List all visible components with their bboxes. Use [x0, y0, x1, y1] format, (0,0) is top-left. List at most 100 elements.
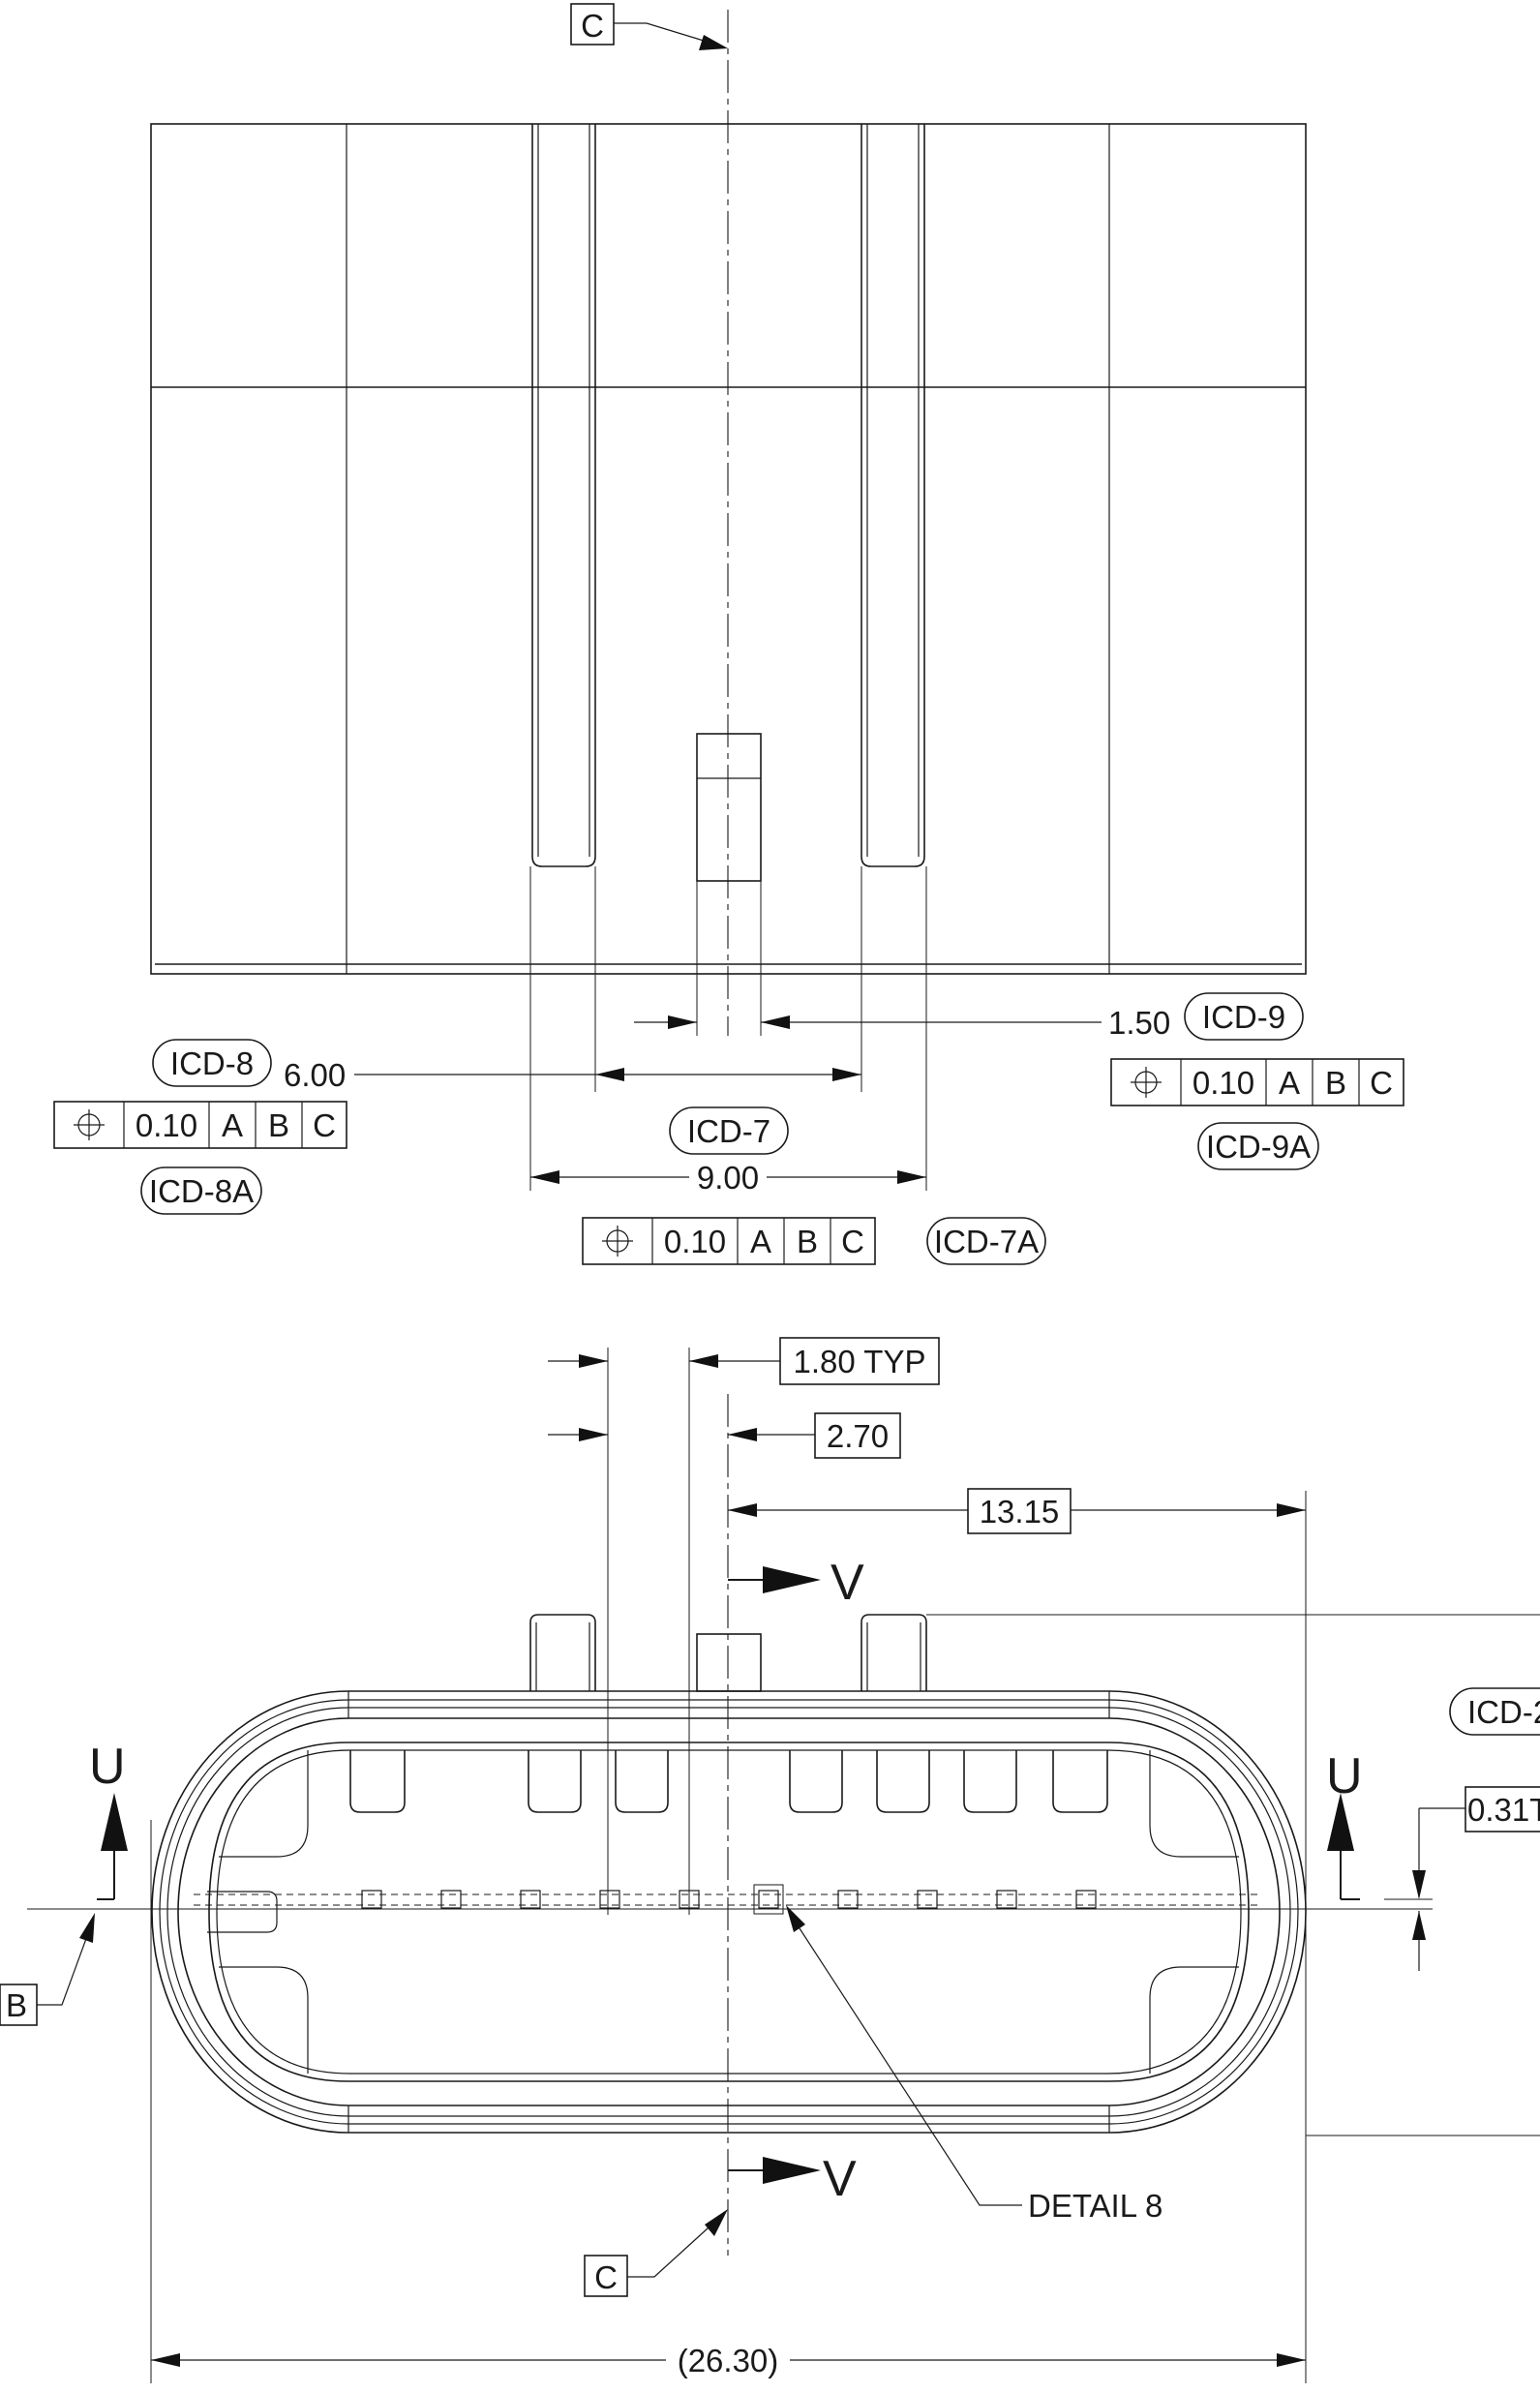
- dim-600-arrow-left: [595, 1068, 624, 1081]
- latch-bottom-right: [1149, 1966, 1239, 2074]
- fcf-icd-7-tol: 0.10: [664, 1224, 726, 1259]
- dim-2630-arrow-right: [1277, 2353, 1306, 2367]
- datum-c-bottom-box: [584, 2255, 628, 2297]
- balloon-icd-8a: [140, 1166, 262, 1215]
- dim-900-text: 9.00: [697, 1160, 759, 1196]
- pin-1: [361, 1890, 382, 1909]
- detail-8-leader: [799, 1927, 1022, 2206]
- fcf-icd-8: 0.10 A B C: [53, 1101, 347, 1149]
- pin-3: [520, 1890, 541, 1909]
- datum-b-arrow: [79, 1913, 95, 1943]
- dim-2630-arrow-left: [151, 2353, 180, 2367]
- pin-row: [361, 1884, 1097, 1915]
- fcf-icd-8-d3: C: [313, 1107, 336, 1143]
- balloon-icd-9-text: ICD-9: [1202, 999, 1285, 1035]
- pin-2: [440, 1890, 462, 1909]
- section-u-right-label: U: [1326, 1748, 1363, 1804]
- datum-c-bottom-label: C: [594, 2259, 618, 2295]
- fcf-icd-8-d2: B: [268, 1107, 289, 1143]
- dim-180-arrow-left: [579, 1354, 608, 1368]
- left-rib-end: [531, 856, 596, 867]
- datum-c-top-leader: [614, 22, 717, 45]
- cavity-tab-6: [963, 1750, 1017, 1813]
- fcf-icd-9-d1: A: [1279, 1065, 1300, 1101]
- dim-180-text: 1.80 TYP: [794, 1344, 926, 1379]
- balloon-icd-2-text: ICD-2: [1467, 1694, 1540, 1730]
- pin-10: [1075, 1890, 1097, 1909]
- section-v-top-label: V: [830, 1555, 864, 1611]
- balloon-icd-8: [152, 1039, 272, 1087]
- dim-180-box: [779, 1337, 940, 1385]
- cavity-outline-2: [216, 1749, 1242, 2075]
- dim-270-arrow-right: [728, 1428, 757, 1441]
- dim-270-box: [814, 1412, 901, 1459]
- datum-b-leader: [37, 1935, 88, 2006]
- pin-9: [996, 1890, 1017, 1909]
- fcf-icd-7-d3: C: [841, 1224, 864, 1259]
- dim-900-arrow-left: [530, 1170, 559, 1184]
- fcf-icd-9-tol: 0.10: [1193, 1065, 1254, 1101]
- cavity-tab-4: [789, 1750, 843, 1813]
- right-rib-end: [861, 856, 925, 867]
- fcf-icd-7: 0.10 A B C: [582, 1217, 876, 1265]
- balloon-icd-9: [1184, 992, 1304, 1041]
- bottom-view: 1.80 TYP 2.70 13.15 V: [0, 1337, 1540, 2383]
- dim-2630-text: (26.30): [678, 2343, 779, 2378]
- section-u-left-arrow: [101, 1793, 128, 1851]
- post-center-key: [696, 1633, 762, 1692]
- center-key: [696, 733, 762, 882]
- fcf-icd-9-d2: B: [1325, 1065, 1346, 1101]
- dim-1315-arrow-left: [728, 1503, 757, 1517]
- balloon-icd-7-text: ICD-7: [687, 1113, 770, 1149]
- balloon-icd-8-text: ICD-8: [170, 1045, 254, 1081]
- dim-031-arrow-bottom: [1412, 1911, 1426, 1940]
- dim-900-arrow-right: [897, 1170, 926, 1184]
- top-view: C 1.50: [53, 3, 1404, 1265]
- fcf-icd-8-d1: A: [222, 1107, 243, 1143]
- datum-c-top-arrow: [699, 35, 728, 50]
- datum-c-top-label: C: [581, 8, 604, 44]
- housing-outer-2: [159, 1699, 1299, 2125]
- dim-150-arrow-left: [668, 1015, 697, 1029]
- dim-1315-box: [967, 1488, 1072, 1534]
- cavity-tab-5: [876, 1750, 930, 1813]
- balloon-icd-8a-text: ICD-8A: [149, 1173, 254, 1209]
- top-body-outline: [150, 123, 1307, 975]
- datum-c-top-box: [570, 3, 615, 45]
- pin-4: [599, 1890, 620, 1909]
- dim-600-arrow-right: [832, 1068, 861, 1081]
- section-u-left-label: U: [89, 1739, 126, 1795]
- section-u-right-arrow: [1327, 1793, 1354, 1851]
- balloon-icd-7a-text: ICD-7A: [934, 1224, 1039, 1259]
- datum-c-bottom-arrow: [705, 2209, 728, 2236]
- fcf-icd-7-d1: A: [750, 1224, 771, 1259]
- balloon-icd-7a: [926, 1217, 1046, 1265]
- cavity-tab-3: [615, 1750, 669, 1813]
- latch-top-left: [219, 1750, 309, 1858]
- fcf-icd-9: 0.10 A B C: [1110, 1058, 1404, 1106]
- post-left: [529, 1614, 596, 1691]
- detail-8-arrow: [786, 1905, 805, 1932]
- dim-1315-text: 13.15: [980, 1494, 1060, 1530]
- cavity-tab-1: [349, 1750, 406, 1813]
- datum-c-bottom-leader: [627, 2218, 719, 2278]
- balloon-icd-7: [669, 1106, 789, 1155]
- pin-7: [837, 1890, 859, 1909]
- cavity-outline: [208, 1742, 1250, 2082]
- cavity-tab-2: [528, 1750, 582, 1813]
- post-right: [861, 1614, 927, 1691]
- dim-270-text: 2.70: [827, 1418, 889, 1454]
- latch-left-tab: [207, 1891, 278, 1933]
- dim-600-text: 6.00: [284, 1057, 346, 1093]
- balloon-icd-9a: [1197, 1122, 1319, 1170]
- datum-b-label: B: [6, 1987, 27, 2023]
- pin-6: [758, 1890, 779, 1909]
- fcf-icd-7-d2: B: [797, 1224, 818, 1259]
- latch-bottom-left: [219, 1966, 309, 2074]
- fcf-icd-8-tol: 0.10: [136, 1107, 197, 1143]
- cavity-tab-7: [1052, 1750, 1108, 1813]
- pin-6-detail-box: [753, 1884, 784, 1915]
- dim-1315-arrow-right: [1277, 1503, 1306, 1517]
- section-v-bottom-arrow: [763, 2157, 821, 2184]
